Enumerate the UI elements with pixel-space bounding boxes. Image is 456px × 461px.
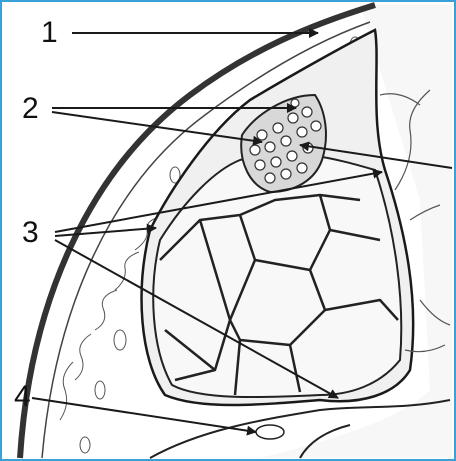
label-4: 4 (14, 382, 31, 412)
label-3: 3 (22, 218, 39, 248)
small-vessel-4 (256, 425, 284, 439)
label-1: 1 (41, 18, 58, 48)
label-2: 2 (22, 94, 39, 124)
